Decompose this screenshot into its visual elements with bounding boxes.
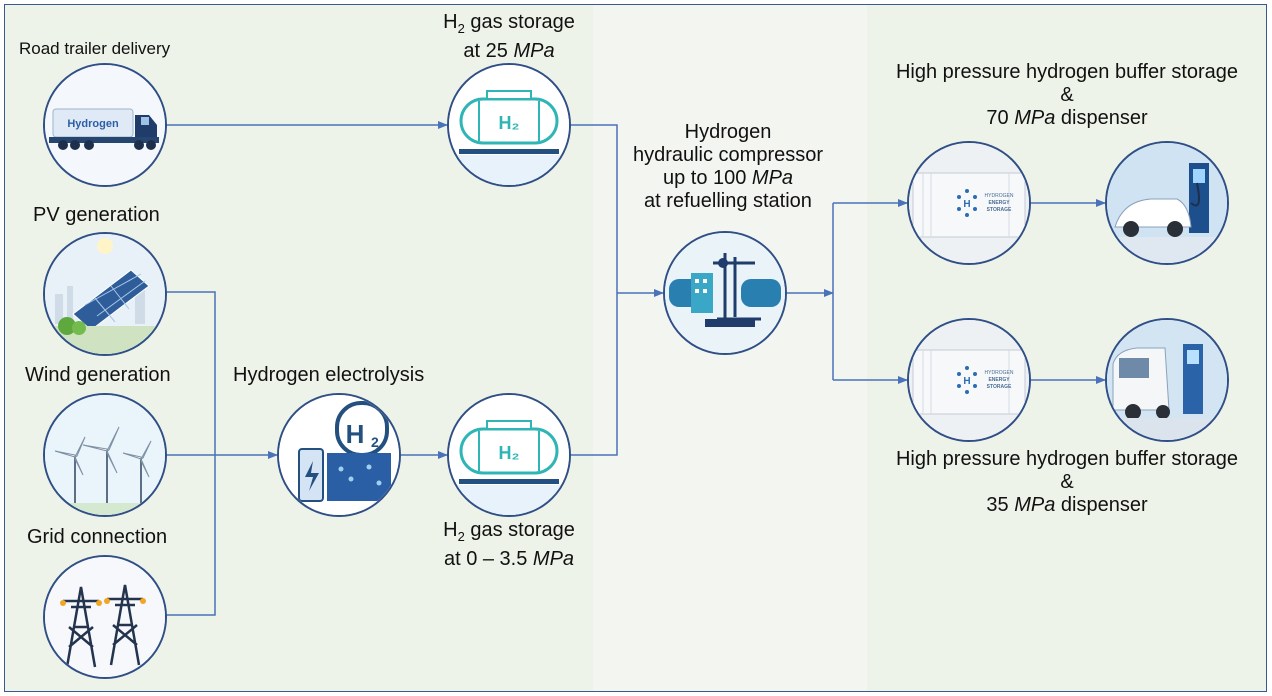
solar-panel-icon [43,232,167,356]
connector-lines [165,121,1106,616]
label-wind: Wind generation [25,364,171,386]
label-buffer-70: High pressure hydrogen buffer storage & … [895,61,1239,129]
gas-tank-icon-3-5mpa: H₂ [447,393,571,517]
svg-text:H: H [963,199,970,210]
svg-text:HYDROGEN: HYDROGEN [985,370,1014,376]
svg-text:H₂: H₂ [499,113,520,133]
svg-text:STORAGE: STORAGE [987,384,1012,390]
svg-text:Hydrogen: Hydrogen [67,118,119,130]
gas-tank-icon-25mpa: H₂ [447,63,571,187]
truck-icon: Hydrogen [43,63,167,187]
electrolyser-icon: H 2 [277,393,401,517]
label-pv: PV generation [33,204,160,226]
power-pylon-icon [43,555,167,679]
svg-text:HYDROGEN: HYDROGEN [985,193,1014,199]
svg-text:H: H [346,419,365,449]
compressor-icon [663,231,787,355]
buffer-storage-icon-35mpa: H HYDROGEN ENERGY STORAGE [907,318,1031,442]
line-pv-to-bus [165,291,216,455]
svg-text:ENERGY: ENERGY [988,200,1010,206]
svg-text:H₂: H₂ [499,443,520,463]
label-road-trailer: Road trailer delivery [19,39,171,58]
dispenser-car-icon-70mpa [1105,141,1229,265]
label-buffer-35: High pressure hydrogen buffer storage & … [895,448,1239,516]
diagram-frame: Road trailer delivery PV generation Wind… [4,4,1267,692]
line-storage-bottom-to-compressor [571,293,618,456]
label-grid: Grid connection [27,526,168,548]
line-grid-to-bus [165,455,216,616]
svg-text:2: 2 [371,434,379,450]
svg-text:H: H [963,376,970,387]
svg-text:STORAGE: STORAGE [987,207,1012,213]
label-storage-top: H2 gas storage at 25 MPa [443,11,575,62]
svg-text:ENERGY: ENERGY [988,377,1010,383]
label-electrolysis: Hydrogen electrolysis [233,364,425,386]
dispenser-truck-icon-35mpa [1105,318,1229,442]
buffer-storage-icon-70mpa: H HYDROGEN ENERGY STORAGE [907,141,1031,265]
wind-turbine-icon [43,393,167,517]
label-compressor: Hydrogen hydraulic compressor up to 100 … [632,121,824,212]
label-storage-bottom: H2 gas storage at 0 – 3.5 MPa [443,519,575,570]
line-storage-top-to-compressor [571,124,618,293]
